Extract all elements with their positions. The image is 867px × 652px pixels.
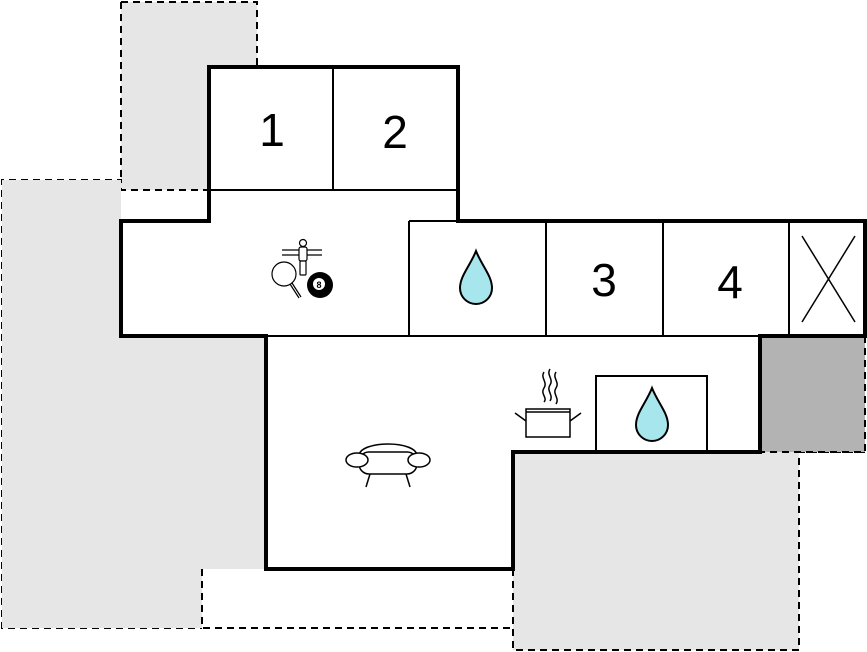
water-drop-icon <box>458 248 494 305</box>
room-label-1: 1 <box>259 104 285 156</box>
table-tennis-paddle-icon <box>271 261 302 299</box>
terrace-outline-right <box>512 451 866 651</box>
storage-outline <box>760 336 866 453</box>
eight-ball-number: 8 <box>316 280 321 290</box>
cooking-pot-icon <box>514 368 582 438</box>
house-interior <box>121 67 865 569</box>
terrace-area-right <box>513 452 799 650</box>
inner-walls <box>209 67 790 453</box>
water-drop-icon <box>634 385 670 442</box>
room-label-3: 3 <box>591 254 617 306</box>
terrace-area-left <box>2 180 265 628</box>
terrace-outline-left2 <box>201 569 513 629</box>
cross-mark-icon <box>801 235 856 323</box>
eight-ball-icon: 8 <box>307 272 333 298</box>
storage-area <box>760 336 865 452</box>
room-label-2: 2 <box>382 106 408 158</box>
sofa-icon <box>345 443 431 488</box>
foosball-table-icon <box>282 238 322 276</box>
room-label-4: 4 <box>717 256 743 308</box>
outer-wall <box>119 65 867 571</box>
